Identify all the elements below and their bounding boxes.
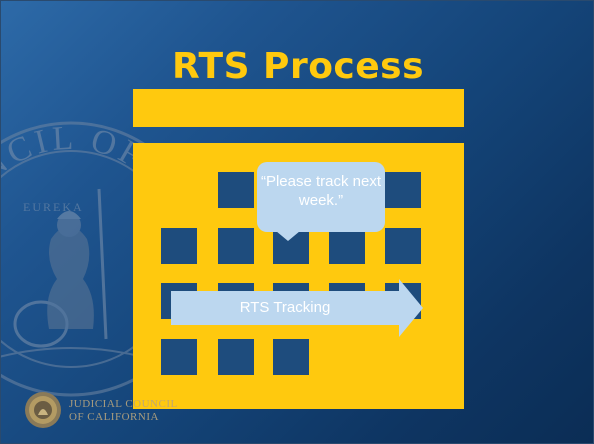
callout-text: “Please track next week.” bbox=[260, 173, 382, 209]
calendar-day-cell bbox=[218, 339, 254, 375]
slide-title: RTS Process bbox=[171, 46, 425, 87]
calendar-day-cell bbox=[161, 228, 197, 264]
callout-bubble bbox=[257, 162, 385, 232]
seal-motto-text: EUREKA bbox=[23, 200, 84, 214]
calendar-day-cell bbox=[329, 228, 365, 264]
seal-watermark-icon: COUNCIL OF EUREKA bbox=[1, 120, 209, 397]
calendar-header-bar bbox=[133, 89, 464, 127]
calendar-day-cell bbox=[385, 228, 421, 264]
footer-logo-text: JUDICIAL COUNCIL OF CALIFORNIA bbox=[69, 398, 178, 424]
calendar-day-cell bbox=[161, 339, 197, 375]
footer-logo-line2: OF CALIFORNIA bbox=[69, 411, 159, 423]
calendar-day-cell bbox=[218, 172, 254, 208]
arrow-label: RTS Tracking bbox=[239, 299, 331, 316]
footer-logo-line1: JUDICIAL COUNCIL bbox=[69, 398, 178, 410]
right-arrow-icon bbox=[171, 279, 423, 337]
callout-tail bbox=[276, 231, 300, 241]
calendar-day-cell bbox=[218, 228, 254, 264]
calendar-day-cell bbox=[273, 339, 309, 375]
judicial-council-emblem-icon bbox=[25, 392, 61, 428]
calendar-day-cell bbox=[385, 172, 421, 208]
